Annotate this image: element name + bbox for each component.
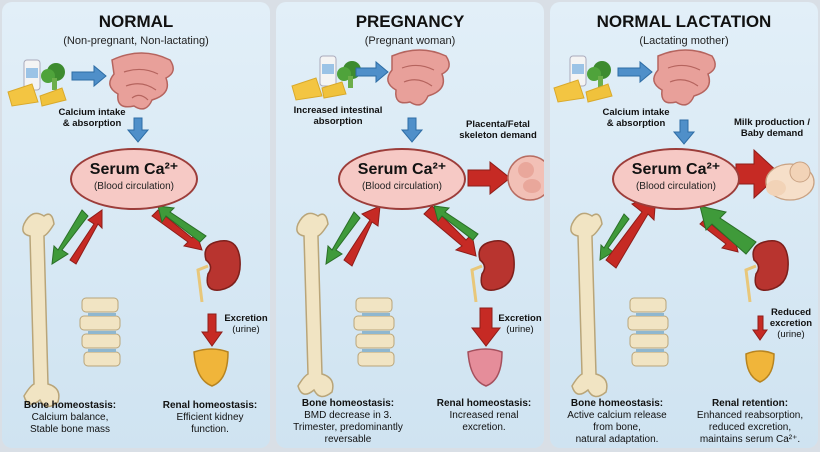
- serum-calcium-node: Serum Ca²⁺ (Blood circulation): [338, 148, 466, 210]
- release-arrow-bone: [343, 205, 381, 267]
- panel-subtitle: (Non-pregnant, Non-lactating): [63, 35, 209, 47]
- baby-icon: [765, 161, 815, 201]
- intestine-icon: [109, 52, 174, 110]
- intestine-icon: [387, 49, 450, 106]
- panel-title: NORMAL: [98, 12, 174, 31]
- spine-icon: [79, 297, 121, 367]
- intake-arrow: [71, 64, 107, 88]
- panel-pregnancy: PREGNANCY (Pregnant woman) Increased int…: [276, 2, 544, 448]
- intake-label: Increased intestinal absorption: [293, 105, 383, 127]
- excretion-arrow: [752, 315, 768, 341]
- bone-homeostasis-caption: Bone homeostasis: Calcium balance, Stabl…: [23, 400, 117, 435]
- spine-icon: [627, 297, 669, 367]
- serum-calcium-node: Serum Ca²⁺ (Blood circulation): [612, 148, 740, 210]
- excretion-arrow: [201, 313, 223, 347]
- serum-calcium-node: Serum Ca²⁺ (Blood circulation): [70, 148, 198, 210]
- deposit-arrow-kidney: [433, 205, 479, 241]
- deposit-arrow-kidney: [699, 205, 757, 255]
- intestine-icon: [653, 49, 716, 106]
- food-icon: [7, 59, 67, 107]
- release-arrow-bone: [69, 209, 103, 265]
- renal-homeostasis-caption: Renal homeostasis: Efficient kidney func…: [162, 400, 258, 435]
- intake-arrow: [617, 60, 653, 84]
- panel-subtitle: (Pregnant woman): [364, 35, 456, 47]
- renal-retention-caption: Renal retention: Enhanced reabsorption, …: [696, 398, 804, 445]
- kidney-icon: [470, 240, 515, 303]
- deposit-arrow-bone: [51, 209, 89, 265]
- bladder-icon: [745, 350, 775, 383]
- intake-label: Calcium intake & absorption: [602, 107, 670, 129]
- food-icon: [291, 55, 361, 101]
- deposit-arrow-kidney: [157, 205, 207, 243]
- femur-bone-icon: [296, 212, 334, 398]
- deposit-arrow-bone: [599, 213, 630, 261]
- intake-label: Calcium intake & absorption: [58, 107, 126, 129]
- kidney-icon: [196, 240, 241, 303]
- excretion-arrow: [470, 307, 502, 347]
- femur-bone-icon: [570, 212, 608, 398]
- pregnancy-illustrations: [291, 49, 544, 398]
- spine-icon: [353, 297, 395, 367]
- food-icon: [553, 55, 613, 103]
- panel-subtitle: (Lactating mother): [639, 35, 729, 47]
- deposit-arrow-bone: [325, 211, 361, 265]
- bladder-icon: [467, 348, 503, 387]
- absorption-arrow: [126, 117, 150, 143]
- panel-lactation: NORMAL LACTATION (Lactating mother) Calc…: [550, 2, 818, 448]
- panel-normal: NORMAL (Non-pregnant, Non-lactating) Cal…: [2, 2, 270, 448]
- kidney-icon: [744, 240, 789, 303]
- renal-homeostasis-caption: Renal homeostasis: Increased renal excre…: [436, 398, 532, 433]
- bladder-icon: [193, 348, 229, 387]
- bone-homeostasis-caption: Bone homeostasis: BMD decrease in 3. Tri…: [293, 398, 403, 445]
- intake-arrow: [355, 60, 389, 84]
- panel-title: NORMAL LACTATION: [596, 12, 772, 31]
- excretion-label: Excretion (urine): [224, 313, 268, 335]
- fetus-icon: [507, 155, 544, 201]
- panel-title: PREGNANCY: [355, 12, 465, 31]
- bone-homeostasis-caption: Bone homeostasis: Active calcium release…: [567, 398, 667, 445]
- demand-arrow: [467, 160, 511, 196]
- absorption-arrow: [400, 117, 424, 143]
- femur-bone-icon: [22, 212, 60, 408]
- demand-label: Placenta/Fetal skeleton demand: [459, 119, 537, 141]
- demand-label: Milk production / Baby demand: [734, 117, 810, 139]
- excretion-label: Reduced excretion (urine): [769, 307, 813, 340]
- normal-illustrations: [7, 52, 241, 408]
- absorption-arrow: [672, 119, 696, 145]
- lactation-illustrations: [553, 49, 815, 398]
- excretion-label: Excretion (urine): [498, 313, 542, 335]
